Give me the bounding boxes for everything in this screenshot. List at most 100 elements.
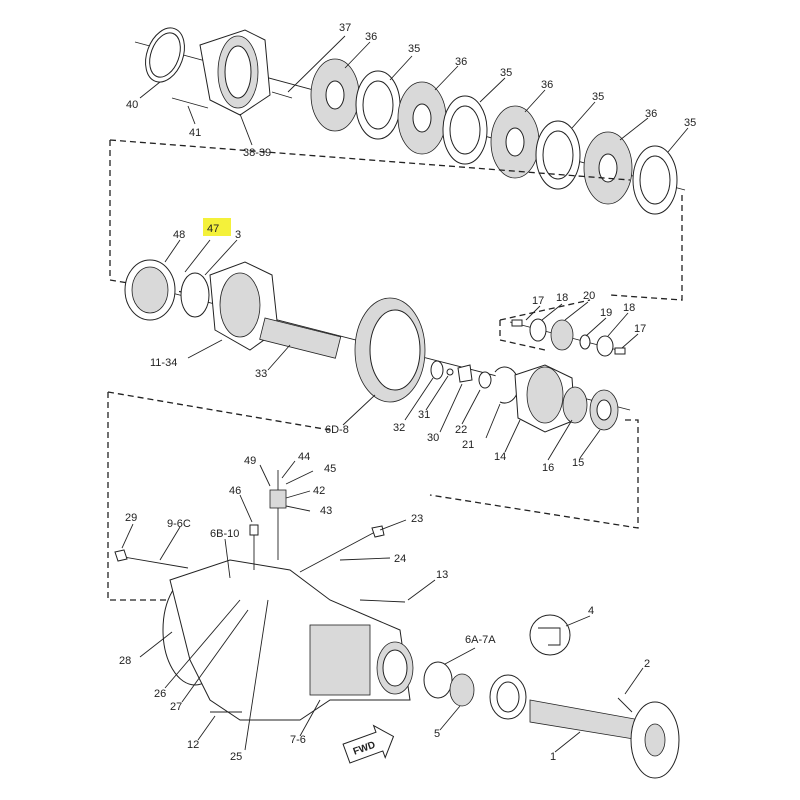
bolt-9-6c — [117, 555, 189, 569]
callout-30: 30 — [427, 432, 439, 444]
ball-31 — [446, 368, 454, 376]
callout-43: 43 — [320, 505, 332, 517]
fwd-arrow: FWD — [342, 724, 395, 764]
housing-web — [309, 624, 371, 696]
callout-20: 20 — [583, 290, 595, 302]
seal-4-inner — [496, 681, 520, 713]
callout-42: 42 — [313, 485, 325, 497]
axle-shaft-1 — [529, 699, 641, 741]
differential-case-14-face — [526, 366, 564, 424]
callout-36-a: 36 — [365, 31, 377, 43]
callout-35-a: 35 — [408, 43, 420, 55]
callout-36-b: 36 — [455, 56, 467, 68]
o-ring-3 — [180, 272, 210, 318]
spider-gear-subassembly — [499, 299, 626, 357]
seal-detail-profile — [538, 627, 561, 646]
callout-6d-8: 6D-8 — [325, 424, 349, 436]
callout-48: 48 — [173, 229, 185, 241]
washer-18-b — [596, 335, 614, 357]
bolt-13 — [359, 599, 406, 603]
callout-36-d: 36 — [645, 108, 657, 120]
dashed-boundary-lower-right — [429, 419, 639, 529]
callout-14: 14 — [494, 451, 506, 463]
bottom-leaders — [121, 460, 644, 753]
dashed-boundary-lower-top — [107, 391, 331, 431]
callout-18-a: 18 — [556, 292, 568, 304]
steel-plate-35-c-inner — [542, 130, 574, 180]
callout-23: 23 — [411, 513, 423, 525]
callout-28: 28 — [119, 655, 131, 667]
callout-19: 19 — [600, 307, 612, 319]
dashed-boundary-upper-right — [609, 195, 683, 301]
washer-32 — [430, 360, 444, 380]
retaining-ring-40-inner — [149, 32, 181, 78]
callout-17-b: 17 — [634, 323, 646, 335]
side-gear-16 — [562, 386, 588, 424]
callout-37: 37 — [339, 22, 351, 34]
housing-bearing-bore-inner — [382, 649, 408, 687]
callout-31: 31 — [418, 409, 430, 421]
callout-6a-7a: 6A-7A — [465, 634, 496, 646]
ring-gear-6d8-bore — [369, 309, 421, 391]
snap-ring-21 — [494, 366, 520, 404]
callout-33: 33 — [255, 368, 267, 380]
axle-flange-hub — [644, 723, 666, 757]
callout-4: 4 — [588, 605, 594, 617]
callout-22: 22 — [455, 424, 467, 436]
dashed-spider-top — [499, 299, 591, 321]
axle-housing-group — [114, 470, 680, 779]
dashed-boundary-lower-left — [107, 392, 175, 601]
stud-2 — [617, 697, 633, 713]
bolt-head-29 — [114, 549, 128, 562]
callout-2: 2 — [644, 658, 650, 670]
callout-44: 44 — [298, 451, 310, 463]
friction-disc-36-d-hub — [598, 153, 618, 183]
fwd-arrow-shape — [342, 724, 395, 764]
plug-46 — [249, 524, 259, 536]
callout-24: 24 — [394, 553, 406, 565]
fitting-42 — [269, 489, 287, 509]
dashed-spider-left — [499, 320, 546, 351]
callout-21: 21 — [462, 439, 474, 451]
bolt-24 — [299, 531, 376, 573]
callout-38-39: 38-39 — [243, 147, 271, 159]
callout-41: 41 — [189, 127, 201, 139]
bearing-cone-5 — [449, 673, 475, 707]
pin-17-a — [511, 319, 523, 327]
callout-47: 47 — [207, 223, 219, 235]
pin-17-b — [614, 347, 626, 355]
callout-36-c: 36 — [541, 79, 553, 91]
callout-labels: 37 36 35 36 35 36 35 36 35 40 41 38-39 4… — [119, 22, 696, 763]
bearing-cup-6a7a — [423, 661, 453, 699]
callout-45: 45 — [324, 463, 336, 475]
steel-plate-35-b-inner — [449, 105, 481, 155]
splined-shaft-33 — [259, 317, 342, 359]
callout-13: 13 — [436, 569, 448, 581]
callout-26: 26 — [154, 688, 166, 700]
middle-leaders — [164, 239, 639, 461]
bolt-head-23 — [371, 525, 385, 538]
callout-7-6: 7-6 — [290, 734, 306, 746]
clutch-housing-inner — [224, 45, 252, 99]
pinion-20 — [550, 319, 574, 351]
middle-assembly — [124, 259, 631, 433]
washer-18-a — [529, 318, 547, 342]
friction-disc-36-b-hub — [412, 103, 432, 133]
clutch-pack-group — [134, 27, 686, 215]
callout-35-c: 35 — [592, 91, 604, 103]
callout-25: 25 — [230, 751, 242, 763]
callout-17-a: 17 — [532, 295, 544, 307]
callout-27: 27 — [170, 701, 182, 713]
callout-35-d: 35 — [684, 117, 696, 129]
snap-ring-22 — [478, 371, 492, 389]
washer-19 — [579, 334, 591, 350]
callout-15: 15 — [572, 457, 584, 469]
pin-37 — [271, 91, 293, 99]
callout-32: 32 — [393, 422, 405, 434]
callout-12: 12 — [187, 739, 199, 751]
callout-18-b: 18 — [623, 302, 635, 314]
callout-16: 16 — [542, 462, 554, 474]
carrier-11-34-face — [219, 272, 261, 338]
callout-1: 1 — [550, 751, 556, 763]
